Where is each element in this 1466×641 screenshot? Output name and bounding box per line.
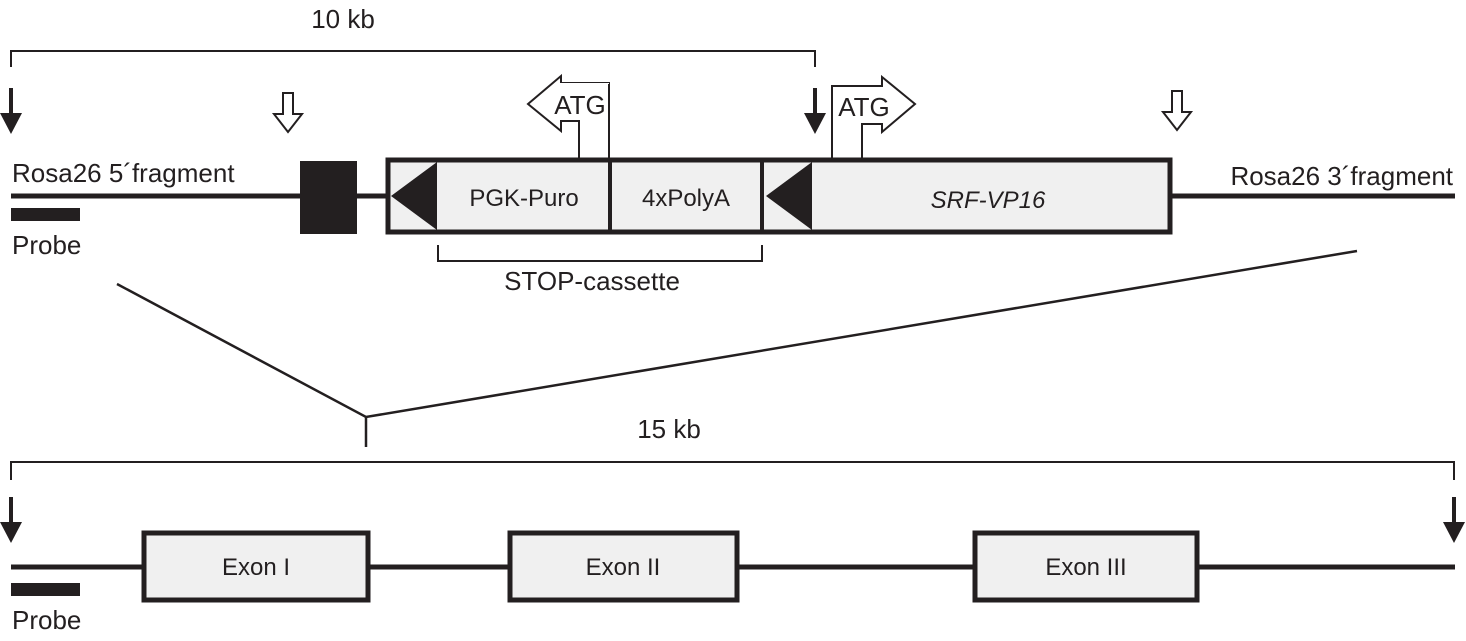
- probe-bar: [11, 583, 80, 596]
- stop-cassette-label: STOP-cassette: [504, 266, 680, 296]
- rosa26-3-fragment-label: Rosa26 3´fragment: [1230, 161, 1453, 191]
- scale-bracket-10kb: 10 kb: [10, 4, 816, 67]
- top-construct: 10 kb Rosa26 5´fragment Rosa26 3´fragmen…: [0, 4, 1455, 296]
- exon-3-box: [972, 530, 1200, 603]
- exon-2-box: [507, 530, 740, 603]
- atg-reverse-label: ATG: [554, 90, 606, 120]
- exon-1-box: [141, 530, 371, 603]
- exon-1-label: Exon I: [222, 554, 290, 581]
- scale-label-15kb: 15 kb: [637, 414, 701, 444]
- stop-cassette-bracket: STOP-cassette: [437, 245, 763, 296]
- scale-bracket-15kb: 15 kb: [10, 414, 1455, 480]
- scale-label-10kb: 10 kb: [311, 4, 375, 34]
- solid-down-arrow-icon: [1443, 497, 1465, 543]
- solid-down-arrow-icon: [804, 88, 826, 134]
- rosa26-exon-block: [300, 161, 357, 234]
- probe-bar: [11, 208, 80, 221]
- open-down-arrow-icon: [273, 92, 303, 133]
- exon-2-label: Exon II: [586, 554, 661, 581]
- solid-down-arrow-icon: [0, 497, 22, 543]
- segment-pgk-puro: PGK-Puro: [469, 185, 578, 212]
- promoter-atg-reverse: ATG: [526, 73, 610, 160]
- open-down-arrow-icon: [1162, 90, 1192, 131]
- loxp-triangle-icon: [391, 162, 437, 230]
- insertion-connector: [116, 249, 1358, 447]
- rosa26-5-fragment-label: Rosa26 5´fragment: [12, 158, 235, 188]
- probe-label: Probe: [12, 230, 81, 260]
- probe-label: Probe: [12, 605, 81, 635]
- bottom-locus: 15 kb Probe Exon I Exon II Exon III: [0, 414, 1465, 635]
- segment-4xpolya: 4xPolyA: [642, 185, 730, 212]
- promoter-atg-forward: ATG: [831, 74, 917, 160]
- exon-3-label: Exon III: [1045, 554, 1126, 581]
- solid-down-arrow-icon: [0, 88, 22, 134]
- atg-forward-label: ATG: [838, 92, 890, 122]
- loxp-triangle-icon: [766, 162, 812, 230]
- segment-srf-vp16: SRF-VP16: [931, 187, 1046, 214]
